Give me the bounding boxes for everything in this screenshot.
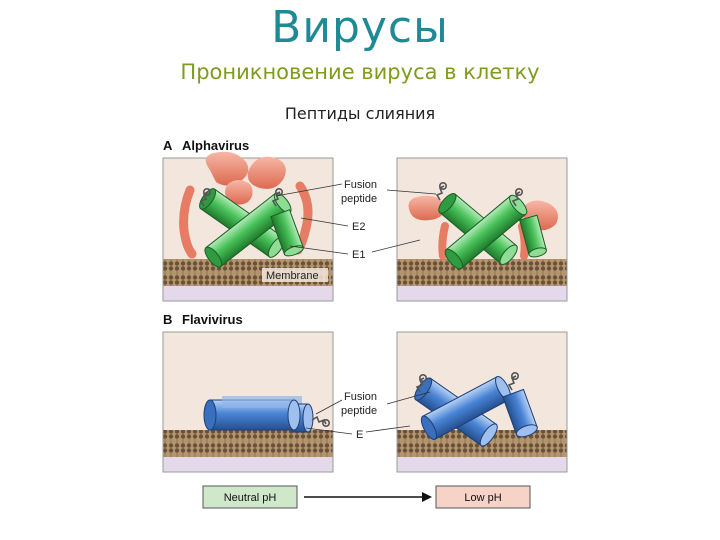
low-ph-box <box>435 485 531 509</box>
e1-label: E1 <box>352 249 365 261</box>
panel-b-title: Flavivirus <box>182 312 243 327</box>
e-protein <box>414 376 538 447</box>
panel-a-title: Alphavirus <box>182 138 249 153</box>
alphavirus-neutral-panel: Membrane <box>162 151 334 302</box>
fusion-label: Fusion <box>344 391 377 403</box>
membrane-label: Membrane <box>266 270 319 282</box>
alphavirus-low-ph-panel <box>396 157 568 302</box>
figure-heading: Пептиды слияния <box>284 104 436 123</box>
peptide-label: peptide <box>341 405 377 417</box>
fusion-label: Fusion <box>344 179 377 191</box>
flavivirus-neutral-panel <box>162 331 334 473</box>
e2-label: E2 <box>352 221 365 233</box>
low-ph-label: Low pH <box>464 492 501 504</box>
e1-protein <box>438 193 547 270</box>
panel-a-labels: Fusion peptide E2 E1 <box>275 179 437 261</box>
arrow-head-icon <box>422 492 432 502</box>
panel-a-letter: A <box>163 138 173 153</box>
neutral-ph-box <box>202 485 298 509</box>
panel-b-letter: B <box>163 312 172 327</box>
neutral-ph-label: Neutral pH <box>224 492 277 504</box>
e1-protein <box>199 188 304 268</box>
peptide-label: peptide <box>341 193 377 205</box>
panel-b-labels: Fusion peptide E <box>305 391 431 441</box>
e-protein <box>203 396 314 433</box>
ph-legend: Neutral pH Low pH <box>202 485 531 509</box>
flavivirus-low-ph-panel <box>396 331 568 473</box>
e-label: E <box>356 429 363 441</box>
slide-subtitle: Проникновение вируса в клетку <box>180 60 540 84</box>
slide-title: Вирусы <box>271 2 449 53</box>
